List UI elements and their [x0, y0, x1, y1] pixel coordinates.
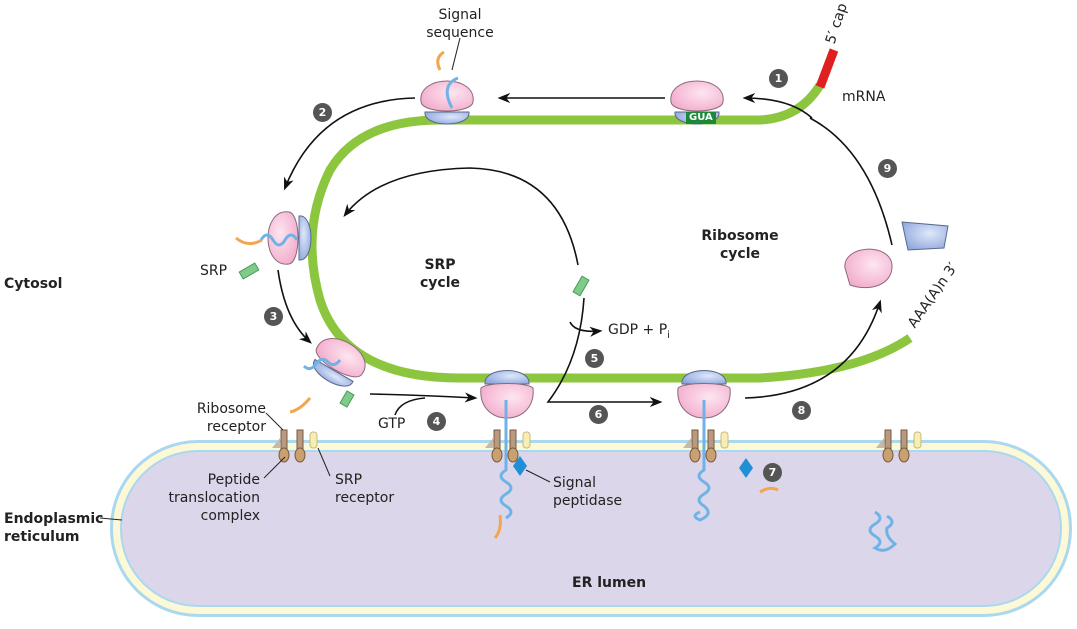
signal-peptidase-leader: [525, 469, 551, 483]
srp-cycle-label-2: cycle: [419, 275, 461, 291]
translocon-3-pore-right: [705, 447, 717, 463]
signal-peptidase-1: [513, 456, 527, 476]
small-subunit: [424, 111, 470, 125]
signal-sequence-label-2: sequence: [426, 25, 494, 41]
er-lumen-label: ER lumen: [572, 575, 647, 591]
peptide-translocation-label-2: translocation: [168, 490, 260, 506]
step-badge-9: 9: [878, 159, 897, 178]
translocon-4-srp-receptor: [913, 431, 922, 449]
gdp-pi-text: GDP + P: [608, 322, 668, 338]
step-badge-6: 6: [589, 405, 608, 424]
elongating-peptide: [693, 400, 711, 522]
step-badge-5: 5: [585, 349, 604, 368]
translocon-1-pore-right: [294, 447, 306, 463]
er-label-line1: Endoplasmic: [4, 511, 104, 527]
translocon-4-pore-left: [882, 447, 894, 463]
cleaved-signal: [759, 486, 779, 494]
arrow-step-4: [369, 392, 478, 403]
er-label-line2: reticulum: [4, 529, 80, 545]
signal-sequence-1: [436, 50, 445, 71]
srp-receptor-label-2: receptor: [335, 490, 395, 506]
translocon-3-srp-receptor: [720, 431, 729, 449]
step-badge-7: 7: [763, 463, 782, 482]
arrow-step-6: [546, 297, 663, 408]
signal-peptidase-label-1: Signal: [553, 475, 597, 491]
translocon-leader: [263, 456, 286, 479]
srp-receptor-leader: [317, 447, 331, 477]
ribosome-receptor-leader: [265, 412, 284, 431]
step-badge-3: 3: [264, 307, 283, 326]
nascent-peptide-1: [445, 76, 459, 109]
translocon-1-pore-left: [278, 447, 290, 463]
small-subunit: [313, 358, 354, 387]
signal-sequence-3: [289, 397, 312, 414]
signal-peptidase-label-2: peptidase: [553, 493, 623, 509]
large-subunit: [267, 211, 299, 265]
translocon-4-ribosome-receptor: [876, 438, 884, 448]
translocon-4-pore-right: [898, 447, 910, 463]
translocon-2-pore-right: [507, 447, 519, 463]
arrow-step-5: [569, 321, 603, 337]
free-large-subunit: [844, 248, 893, 289]
folded-protein: [868, 510, 898, 552]
ribosome-srp-bound: [267, 211, 312, 265]
step-badge-1: 1: [769, 69, 788, 88]
five-prime-cap: [815, 48, 839, 89]
ribosome-cycle-label-2: cycle: [719, 246, 761, 262]
srp-receptor-label-1: SRP: [335, 472, 363, 488]
nascent-peptide-2: [259, 233, 299, 247]
peptide-translocation-label-1: Peptide: [207, 472, 260, 488]
translocon-2-pore-left: [491, 447, 503, 463]
small-subunit: [298, 215, 312, 261]
er-lumen: [122, 452, 1060, 605]
endoplasmic-reticulum: [110, 440, 1072, 617]
signal-peptidase-2: [739, 458, 753, 478]
arrow-step-9: [809, 117, 893, 246]
srp-particle-free: [238, 262, 260, 280]
arrow-step-2: [284, 97, 416, 191]
arrow-srp-cycle: [343, 167, 579, 266]
srp-particle-docked: [339, 390, 355, 408]
translocon-1-ribosome-receptor: [272, 438, 280, 448]
ribosome-receptor-label-2: receptor: [206, 419, 266, 435]
arrow-step-3: [277, 269, 312, 344]
signal-sequence-label-1: Signal: [438, 7, 482, 23]
translocon-3-ribosome-receptor: [683, 438, 691, 448]
arrow-gtp-input: [394, 397, 426, 416]
cytosol-label: Cytosol: [4, 276, 63, 292]
srp-label: SRP: [200, 263, 228, 279]
gdp-pi-subscript: i: [667, 329, 670, 341]
gtp-label: GTP: [378, 416, 406, 432]
signal-sequence-2: [235, 236, 263, 245]
arrow-step-1-entry: [742, 92, 813, 119]
translocon-1-srp-receptor: [309, 431, 318, 449]
srp-cycle-label-1: SRP: [424, 257, 456, 273]
translocating-peptide: [499, 400, 513, 520]
ribosome-receptor-label-1: Ribosome: [196, 401, 266, 417]
free-small-subunit: [901, 221, 949, 251]
step-badge-8: 8: [792, 401, 811, 420]
srp-particle-released: [572, 275, 590, 297]
ribosome-cycle-label-1: Ribosome: [701, 228, 779, 244]
peptide-translocation-label-3: complex: [200, 508, 260, 524]
translocon-2-ribosome-receptor: [485, 438, 493, 448]
small-subunit: [681, 370, 727, 385]
translocon-3-pore-left: [689, 447, 701, 463]
step-badge-2: 2: [313, 103, 332, 122]
translocon-2-srp-receptor: [522, 431, 531, 449]
large-subunit: [315, 338, 366, 378]
gdp-pi-label: GDP + Pi: [608, 322, 670, 344]
small-subunit: [484, 370, 530, 385]
ribosome-docking: [313, 338, 366, 387]
arrow-step-8: [744, 299, 882, 399]
nascent-peptide-3: [302, 357, 342, 371]
mrna-label: mRNA: [842, 89, 886, 105]
step-badge-4: 4: [427, 412, 446, 431]
large-subunit: [670, 80, 724, 112]
signal-sequence-leader: [451, 37, 461, 71]
er-leader: [99, 517, 123, 521]
codon-label: GUA: [686, 112, 716, 124]
cleaving-signal: [493, 514, 502, 539]
